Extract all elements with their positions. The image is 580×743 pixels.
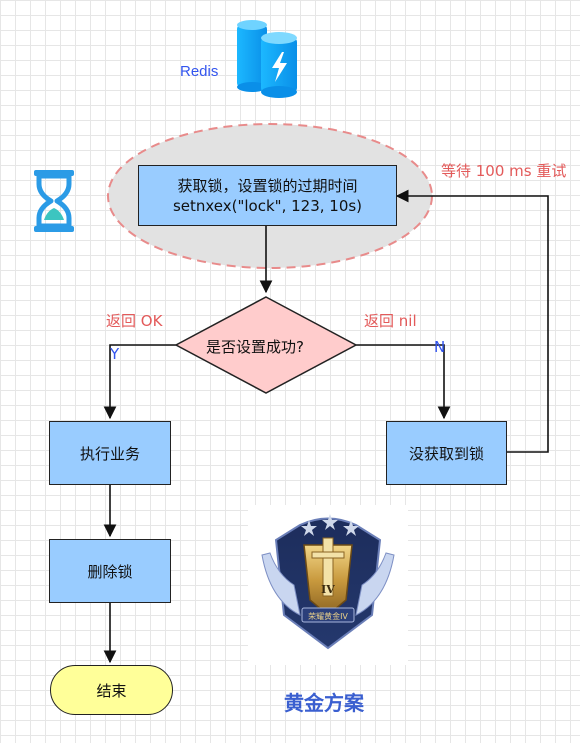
arrow-no-to-not-acquired [356,344,451,420]
execute-business-text: 执行业务 [79,444,140,463]
hourglass-icon [34,170,74,232]
execute-business-box: 执行业务 [49,421,171,485]
arrow-retry-loop [395,189,549,453]
acquire-lock-command: setnxex("lock", 123, 10s) [172,196,363,215]
delete-lock-text: 删除锁 [87,562,133,581]
return-ok-label: 返回 OK [106,312,163,330]
connectors [103,189,549,664]
acquire-lock-text: 获取锁，设置锁的过期时间 [177,176,358,195]
badge-roman-numeral: IV [321,583,335,596]
no-label: N [434,338,446,356]
arrow-yes-to-execute [103,344,176,420]
yes-label: Y [110,345,120,363]
retry-label: 等待 100 ms 重试 [441,162,567,180]
acquire-lock-box: 获取锁，设置锁的过期时间 setnxex("lock", 123, 10s) [138,165,397,226]
end-terminator: 结束 [50,665,173,715]
not-acquired-box: 没获取到锁 [386,421,507,485]
badge-rank-text: 荣耀黄金IV [308,611,348,621]
return-nil-label: 返回 nil [364,312,417,330]
decision-text: 是否设置成功? [206,338,304,356]
not-acquired-text: 没获取到锁 [408,444,484,463]
delete-lock-box: 删除锁 [49,539,171,603]
gold-rank-badge-image: IV 荣耀黄金IV [248,505,408,665]
gold-plan-caption: 黄金方案 [284,691,364,715]
redis-database-icon [237,20,297,98]
redis-label: Redis [180,63,219,80]
decision-diamond [174,296,358,394]
end-text: 结束 [96,681,127,700]
